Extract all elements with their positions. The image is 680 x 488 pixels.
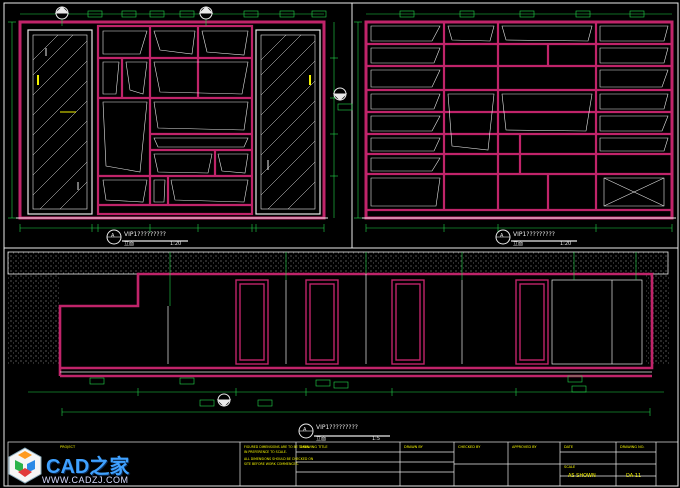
ceiling-wall-hatch — [8, 252, 668, 274]
tb-note-3: ALL DIMENSIONS SHOULD BE CHECKED ON — [244, 457, 314, 461]
plan-panels — [235, 279, 549, 365]
tb-sheet: DA-11 — [626, 473, 642, 479]
tb-note-1: FIGURED DIMENSIONS ARE TO BE TAKEN — [244, 445, 310, 449]
tb-approved-by: APPROVED BY — [512, 445, 537, 449]
right-elevation — [354, 10, 676, 245]
sheet-frame — [3, 2, 679, 487]
tb-drawing-no: DRAWING NO. — [620, 445, 645, 449]
glass-door-right — [255, 29, 321, 215]
plan-leaders — [28, 252, 664, 416]
plan-tags — [89, 375, 587, 407]
tb-note-4: SITE BEFORE WORK COMMENCES. — [244, 462, 299, 466]
tb-project: PROJECT — [60, 445, 76, 449]
view-title-plan — [298, 423, 390, 439]
plan-details — [60, 274, 652, 373]
view-number-plan: VIP1????????? — [316, 424, 358, 431]
view-bubble-right: A — [500, 233, 504, 239]
leader-tags-left — [87, 10, 353, 111]
shelf-grid-left — [96, 24, 254, 216]
view-number-left: VIP1????????? — [124, 231, 166, 238]
view-title-left — [106, 229, 188, 245]
view-bubble-plan: A — [303, 427, 307, 433]
shelf-glass-right — [370, 25, 669, 207]
tb-checked-by: CHECKED BY — [458, 445, 481, 449]
shelf-grid-right — [366, 22, 672, 212]
view-title-left-text: 立面 — [124, 241, 135, 247]
view-scale-right: 1:20 — [560, 241, 572, 247]
tb-note-2: IN PREFERENCE TO SCALE. — [244, 450, 287, 454]
view-title-right-text: 立面 — [513, 241, 524, 247]
tb-scale-value: AS SHOWN — [568, 473, 596, 479]
tb-date: DATE — [564, 445, 574, 449]
leader-tags-right — [399, 10, 645, 18]
cadzj-badge-icon — [8, 447, 42, 484]
dims-left — [8, 10, 338, 232]
tb-drawn-by: DRAWN BY — [404, 445, 423, 449]
view-scale-plan: 1:5 — [372, 436, 381, 442]
left-elevation — [8, 6, 353, 245]
tb-drawing-title: DRAWING TITLE — [300, 445, 328, 449]
plan-section-marker — [216, 393, 232, 407]
dims-right — [354, 13, 673, 232]
section-marker-a — [54, 6, 348, 101]
logo-title: CAD之家 — [46, 456, 130, 478]
view-scale-left: 1:20 — [170, 241, 182, 247]
cadzj-logo: CAD之家 WWW.CADZJ.COM — [2, 446, 148, 486]
title-block — [7, 441, 679, 487]
view-title-right — [495, 229, 577, 245]
glass-door-left — [27, 29, 93, 215]
view-number-right: VIP1????????? — [513, 231, 555, 238]
tb-scale-label: SCALE — [564, 465, 576, 469]
plan-section — [7, 251, 670, 439]
plan-cabinet-outline — [58, 272, 654, 378]
logo-url: WWW.CADZJ.COM — [42, 475, 129, 485]
shelf-glass-left — [102, 30, 249, 203]
view-title-plan-text: 立面 — [316, 436, 327, 442]
view-bubble-left: A — [111, 233, 115, 239]
